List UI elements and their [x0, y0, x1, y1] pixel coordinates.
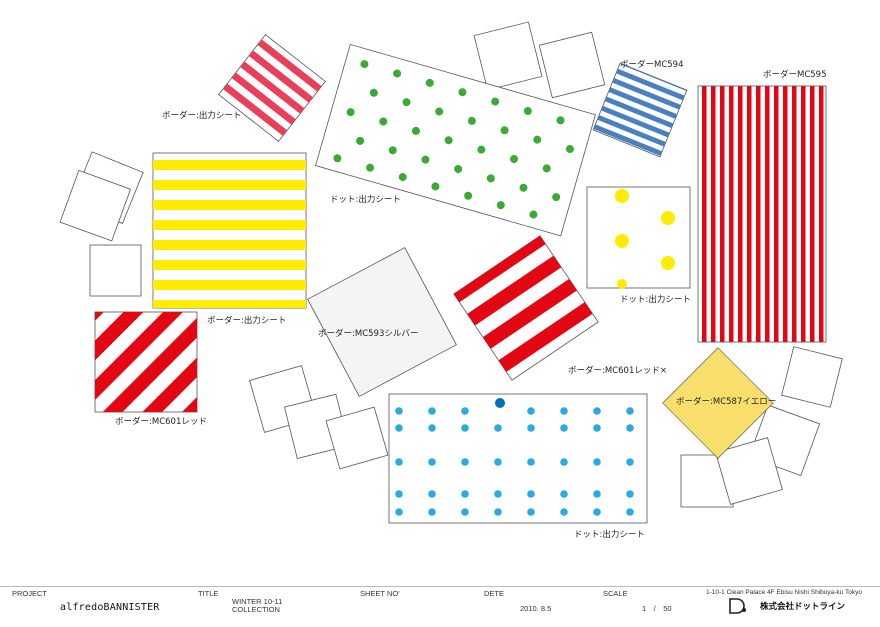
label-border-mc601: ボーダー:MC601レッド	[115, 417, 207, 427]
yellow-stripe-swatch	[152, 152, 307, 309]
scale-label: SCALE	[603, 589, 628, 598]
cyan-dot-swatch	[388, 393, 648, 524]
blank-swatch	[59, 169, 132, 242]
blank-swatch	[781, 346, 843, 408]
blank-swatch	[89, 244, 142, 297]
sheet-label: SHEET NO'	[360, 589, 400, 598]
label-border-mc587: ボーダー:MC587イエロー	[676, 397, 777, 407]
red-stripe-swatch-mc601x	[453, 235, 599, 381]
title-value-line1: WINTER 10-11	[232, 597, 283, 606]
label-dot-output-3: ドット:出力シート	[574, 530, 645, 540]
date-label: DETE	[484, 589, 505, 598]
pink-stripe-swatch	[218, 34, 326, 142]
company-name: 株式会社ドットライン	[760, 602, 846, 612]
yellow-dot-swatch	[586, 186, 691, 289]
company-logo-icon	[729, 598, 746, 614]
blank-swatch	[538, 31, 606, 99]
blank-swatch	[715, 437, 783, 505]
label-border-mc594: ボーダーMC594	[620, 60, 684, 70]
label-border-output-2: ボーダー:出力シート	[207, 316, 287, 326]
date-value: 2010. 8.5	[520, 604, 552, 613]
label-border-mc593: ボーダー:MC593シルバー	[318, 329, 419, 339]
label-dot-output-2: ドット:出力シート	[620, 295, 691, 305]
yellow-diamond-swatch-mc587	[662, 347, 774, 459]
sheet-value: 1 / 50	[642, 604, 672, 613]
label-dot-output-1: ドット:出力シート	[330, 195, 401, 205]
red-diagonal-stripe-swatch-mc601	[94, 311, 198, 413]
label-border-mc595: ボーダーMC595	[763, 70, 827, 80]
label-border-mc601x: ボーダー:MC601レッド×	[568, 366, 667, 376]
label-border-output-1: ボーダー:出力シート	[162, 111, 242, 121]
green-dot-swatch	[315, 43, 596, 237]
silver-swatch-mc593	[307, 247, 457, 397]
blue-stripe-swatch-mc594	[592, 62, 688, 158]
title-value-line2: COLLECTION	[232, 605, 280, 614]
company-address: 1-10-1 Clean Palace 4F Ebisu Nishi Shibu…	[706, 589, 862, 596]
title-label: TITLE	[198, 589, 219, 598]
blank-swatch	[473, 21, 543, 91]
title-block-divider	[0, 586, 880, 587]
project-value: alfredoBANNISTER	[60, 602, 160, 613]
project-label: PROJECT	[12, 589, 48, 598]
blank-swatch	[325, 406, 389, 470]
red-vertical-stripe-swatch-mc595	[697, 85, 827, 343]
